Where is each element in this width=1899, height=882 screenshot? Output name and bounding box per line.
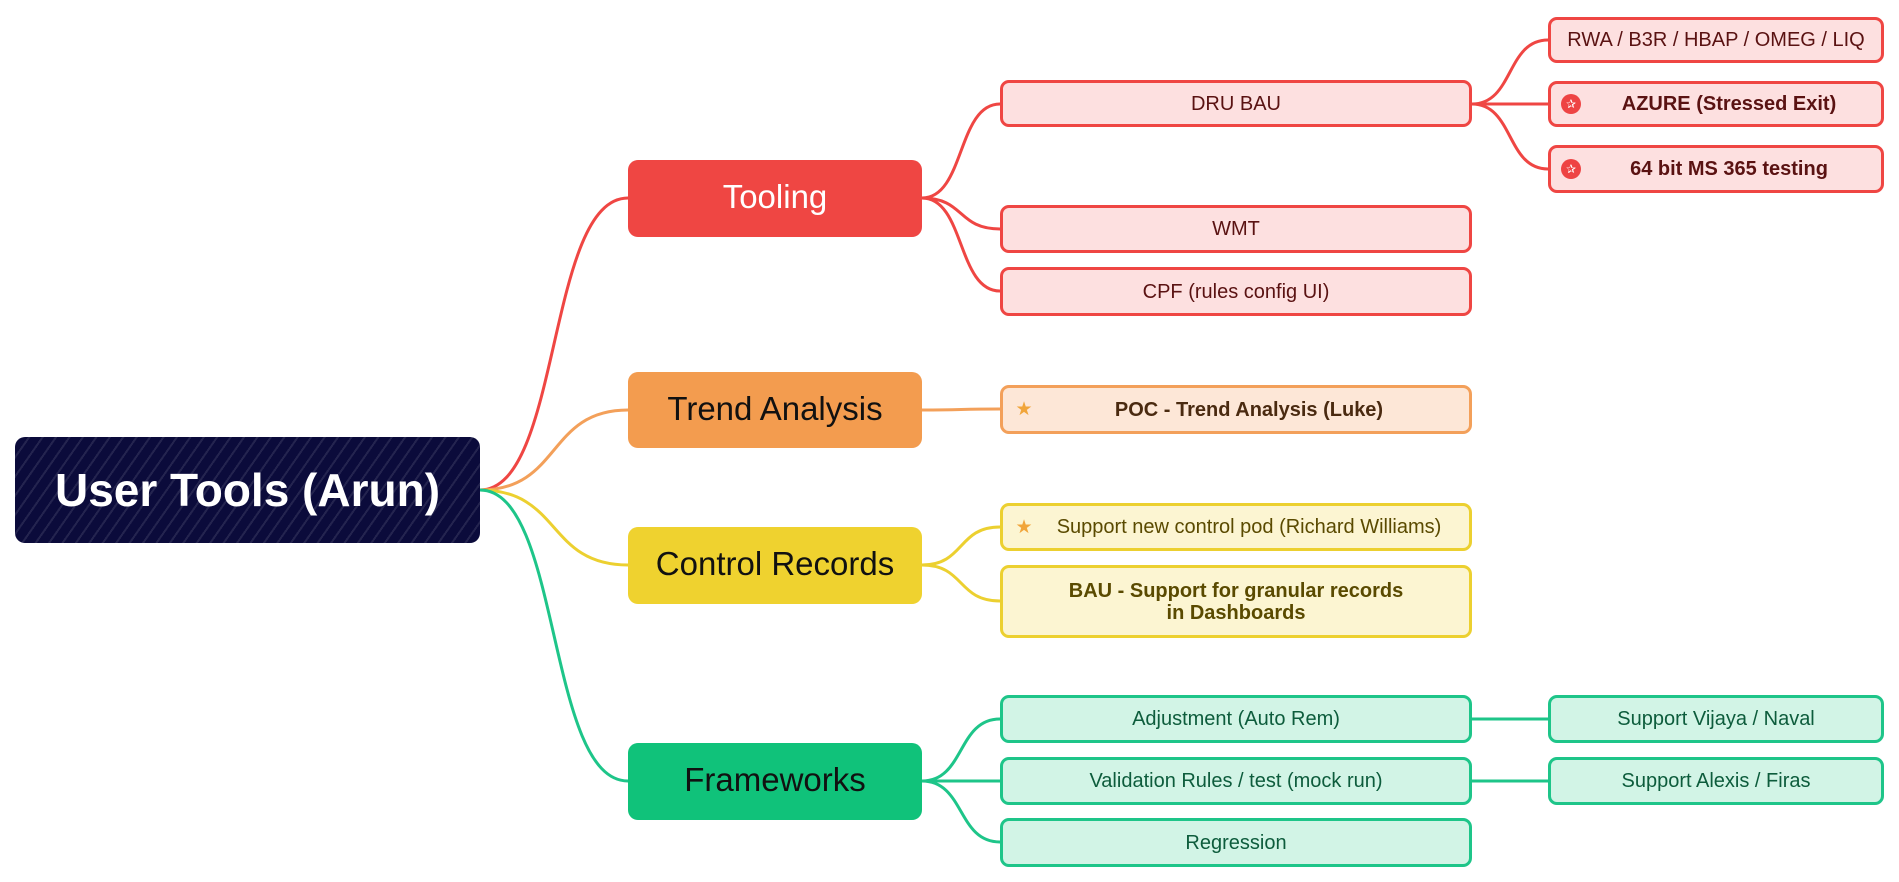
topic-dru-bau[interactable]: DRU BAU xyxy=(1000,80,1472,127)
topic-wmt[interactable]: WMT xyxy=(1000,205,1472,253)
connector-line xyxy=(1470,38,1550,106)
topic-cpf-label: CPF (rules config UI) xyxy=(1142,280,1330,303)
topic-64bit-ms365-testing[interactable]: ✰ 64 bit MS 365 testing xyxy=(1548,145,1884,193)
topic-support-new-control-pod-label: Support new control pod (Richard William… xyxy=(1056,516,1442,538)
topic-support-vijaya-naval[interactable]: Support Vijaya / Naval xyxy=(1548,695,1884,743)
connector-line xyxy=(1470,102,1550,171)
topic-bau-granular-records[interactable]: BAU - Support for granular records in Da… xyxy=(1000,565,1472,638)
connector-line xyxy=(920,407,1002,412)
topic-support-alexis-firas[interactable]: Support Alexis / Firas xyxy=(1548,757,1884,805)
topic-validation-rules-label: Validation Rules / test (mock run) xyxy=(1089,770,1383,792)
topic-azure-stressed-exit[interactable]: ✰ AZURE (Stressed Exit) xyxy=(1548,81,1884,127)
topic-adjustment-label: Adjustment (Auto Rem) xyxy=(1132,708,1340,730)
topic-wmt-label: WMT xyxy=(1212,218,1260,240)
branch-frameworks[interactable]: Frameworks xyxy=(628,743,922,820)
topic-cpf-rules-config-ui[interactable]: CPF (rules config UI) xyxy=(1000,267,1472,316)
root-topic[interactable]: User Tools (Arun) xyxy=(15,437,480,543)
topic-rwa-label: RWA / B3R / HBAP / OMEG / LIQ xyxy=(1567,29,1865,51)
connector-line xyxy=(920,102,1002,200)
topic-azure-label: AZURE (Stressed Exit) xyxy=(1621,93,1837,115)
branch-tooling[interactable]: Tooling xyxy=(628,160,922,237)
topic-poc-label: POC - Trend Analysis (Luke) xyxy=(1114,398,1384,421)
topic-64bit-label: 64 bit MS 365 testing xyxy=(1630,158,1828,180)
connector-line xyxy=(920,196,1002,293)
branch-trend-analysis-label: Trend Analysis xyxy=(667,389,883,427)
connector-line xyxy=(478,196,630,492)
star-icon: ★ xyxy=(1015,399,1033,420)
branch-tooling-label: Tooling xyxy=(722,178,828,215)
branch-frameworks-label: Frameworks xyxy=(684,761,866,798)
connector-line xyxy=(920,525,1002,567)
connector-line xyxy=(920,563,1002,603)
branch-trend-analysis[interactable]: Trend Analysis xyxy=(628,372,922,448)
topic-bau-granular-label: BAU - Support for granular records in Da… xyxy=(1068,579,1404,624)
connector-line xyxy=(478,408,630,492)
topic-poc-trend-analysis[interactable]: ★ POC - Trend Analysis (Luke) xyxy=(1000,385,1472,434)
topic-validation-rules-test[interactable]: Validation Rules / test (mock run) xyxy=(1000,757,1472,805)
badge-icon: ✰ xyxy=(1561,94,1581,114)
topic-support-alexis-label: Support Alexis / Firas xyxy=(1621,770,1811,792)
branch-control-records-label: Control Records xyxy=(655,545,895,582)
topic-regression[interactable]: Regression xyxy=(1000,818,1472,867)
connector-line xyxy=(920,779,1002,844)
connector-line xyxy=(920,717,1002,783)
connector-line xyxy=(920,196,1002,231)
topic-adjustment-auto-rem[interactable]: Adjustment (Auto Rem) xyxy=(1000,695,1472,743)
connector-line xyxy=(478,488,630,567)
star-icon: ★ xyxy=(1015,516,1033,538)
connector-line xyxy=(478,488,630,783)
topic-rwa-b3r-hbap-omeg-liq[interactable]: RWA / B3R / HBAP / OMEG / LIQ xyxy=(1548,17,1884,63)
root-topic-label: User Tools (Arun) xyxy=(54,464,441,516)
topic-support-new-control-pod[interactable]: ★ Support new control pod (Richard Willi… xyxy=(1000,503,1472,551)
branch-control-records[interactable]: Control Records xyxy=(628,527,922,604)
topic-support-vijaya-label: Support Vijaya / Naval xyxy=(1617,708,1815,730)
topic-dru-bau-label: DRU BAU xyxy=(1190,92,1281,115)
topic-regression-label: Regression xyxy=(1185,831,1287,854)
badge-icon: ✰ xyxy=(1561,159,1581,179)
